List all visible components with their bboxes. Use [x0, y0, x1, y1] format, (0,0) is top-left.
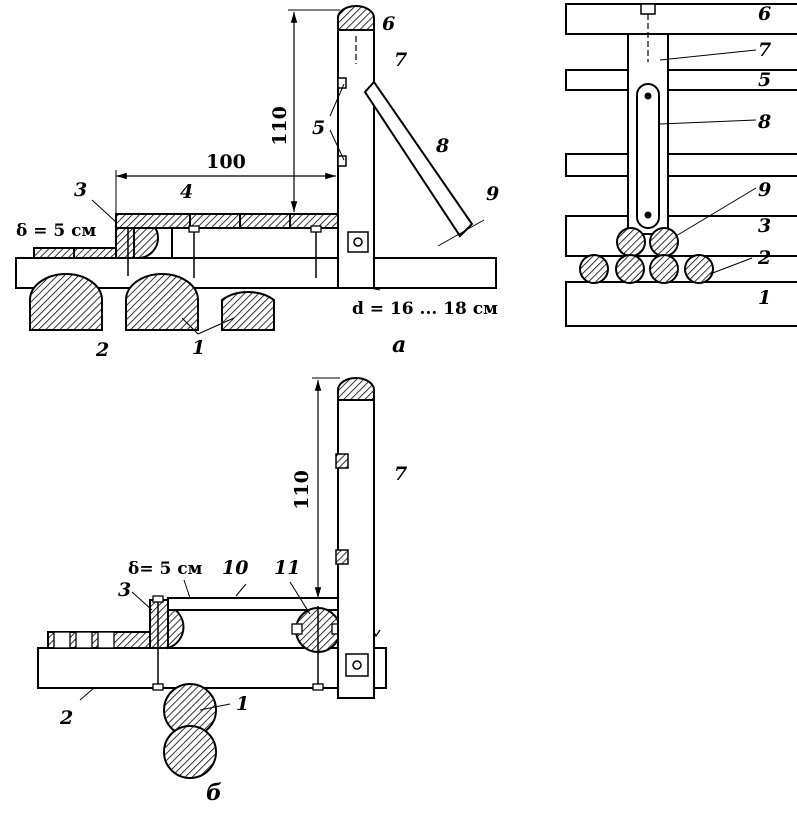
- label-b-3: 3: [118, 579, 131, 601]
- front-log-9b: [649, 227, 679, 257]
- log-1c: [221, 290, 275, 331]
- log-1a: [29, 273, 103, 331]
- sill-beam: [15, 257, 497, 289]
- note-a-d: d = 16 ... 18 см: [352, 299, 498, 319]
- label-af-1: 1: [758, 287, 771, 309]
- front-brace-8: [636, 83, 660, 229]
- label-af-6: 6: [758, 3, 771, 25]
- label-af-8: 8: [757, 111, 771, 133]
- label-af-3: 3: [758, 215, 771, 237]
- b-cap: [337, 377, 375, 401]
- label-af-7: 7: [758, 39, 771, 61]
- label-af-2: 2: [757, 247, 771, 269]
- dim-a-height: 110: [269, 106, 291, 146]
- label-af-9: 9: [758, 179, 771, 201]
- b-block-3: [149, 599, 169, 649]
- front-beam-mid: [565, 153, 797, 177]
- label-a-1: 1: [192, 337, 205, 359]
- dim-b-height: 110: [291, 470, 313, 510]
- front-log-9a: [616, 227, 646, 257]
- b-log-1b: [163, 725, 217, 779]
- view-a-front: [565, 3, 797, 327]
- label-a-5: 5: [312, 117, 325, 139]
- view-b: [37, 377, 387, 779]
- label-b-1: 1: [236, 693, 249, 715]
- cap-6: [337, 5, 375, 31]
- label-b-7: 7: [394, 463, 407, 485]
- front-beam-3: [565, 215, 797, 257]
- label-a-9: 9: [486, 183, 499, 205]
- label-a-7: 7: [394, 49, 407, 71]
- caption-b: б: [206, 780, 222, 806]
- label-af-5: 5: [758, 69, 771, 91]
- label-b-11: 11: [274, 557, 300, 579]
- front-beam-5: [565, 69, 797, 91]
- front-beam-1: [565, 281, 797, 327]
- label-a-4: 4: [180, 181, 193, 203]
- label-a-3: 3: [74, 179, 87, 201]
- note-b-delta: δ= 5 см: [128, 559, 203, 579]
- brace-8: [363, 80, 474, 238]
- note-a-delta: δ = 5 см: [16, 221, 97, 241]
- label-a-2: 2: [95, 339, 109, 361]
- board-4: [115, 213, 339, 229]
- view-a-side: [15, 5, 497, 335]
- log-1b: [125, 273, 199, 331]
- front-beam-6: [565, 3, 797, 35]
- floor-board-left: [33, 247, 119, 259]
- label-a-6: 6: [382, 13, 395, 35]
- b-sill-beam: [37, 647, 387, 689]
- b-board-10: [167, 597, 363, 611]
- dim-a-length: 100: [206, 151, 246, 173]
- caption-a: а: [392, 332, 406, 358]
- label-a-8: 8: [435, 135, 449, 157]
- label-b-2: 2: [59, 707, 73, 729]
- label-b-10: 10: [222, 557, 248, 579]
